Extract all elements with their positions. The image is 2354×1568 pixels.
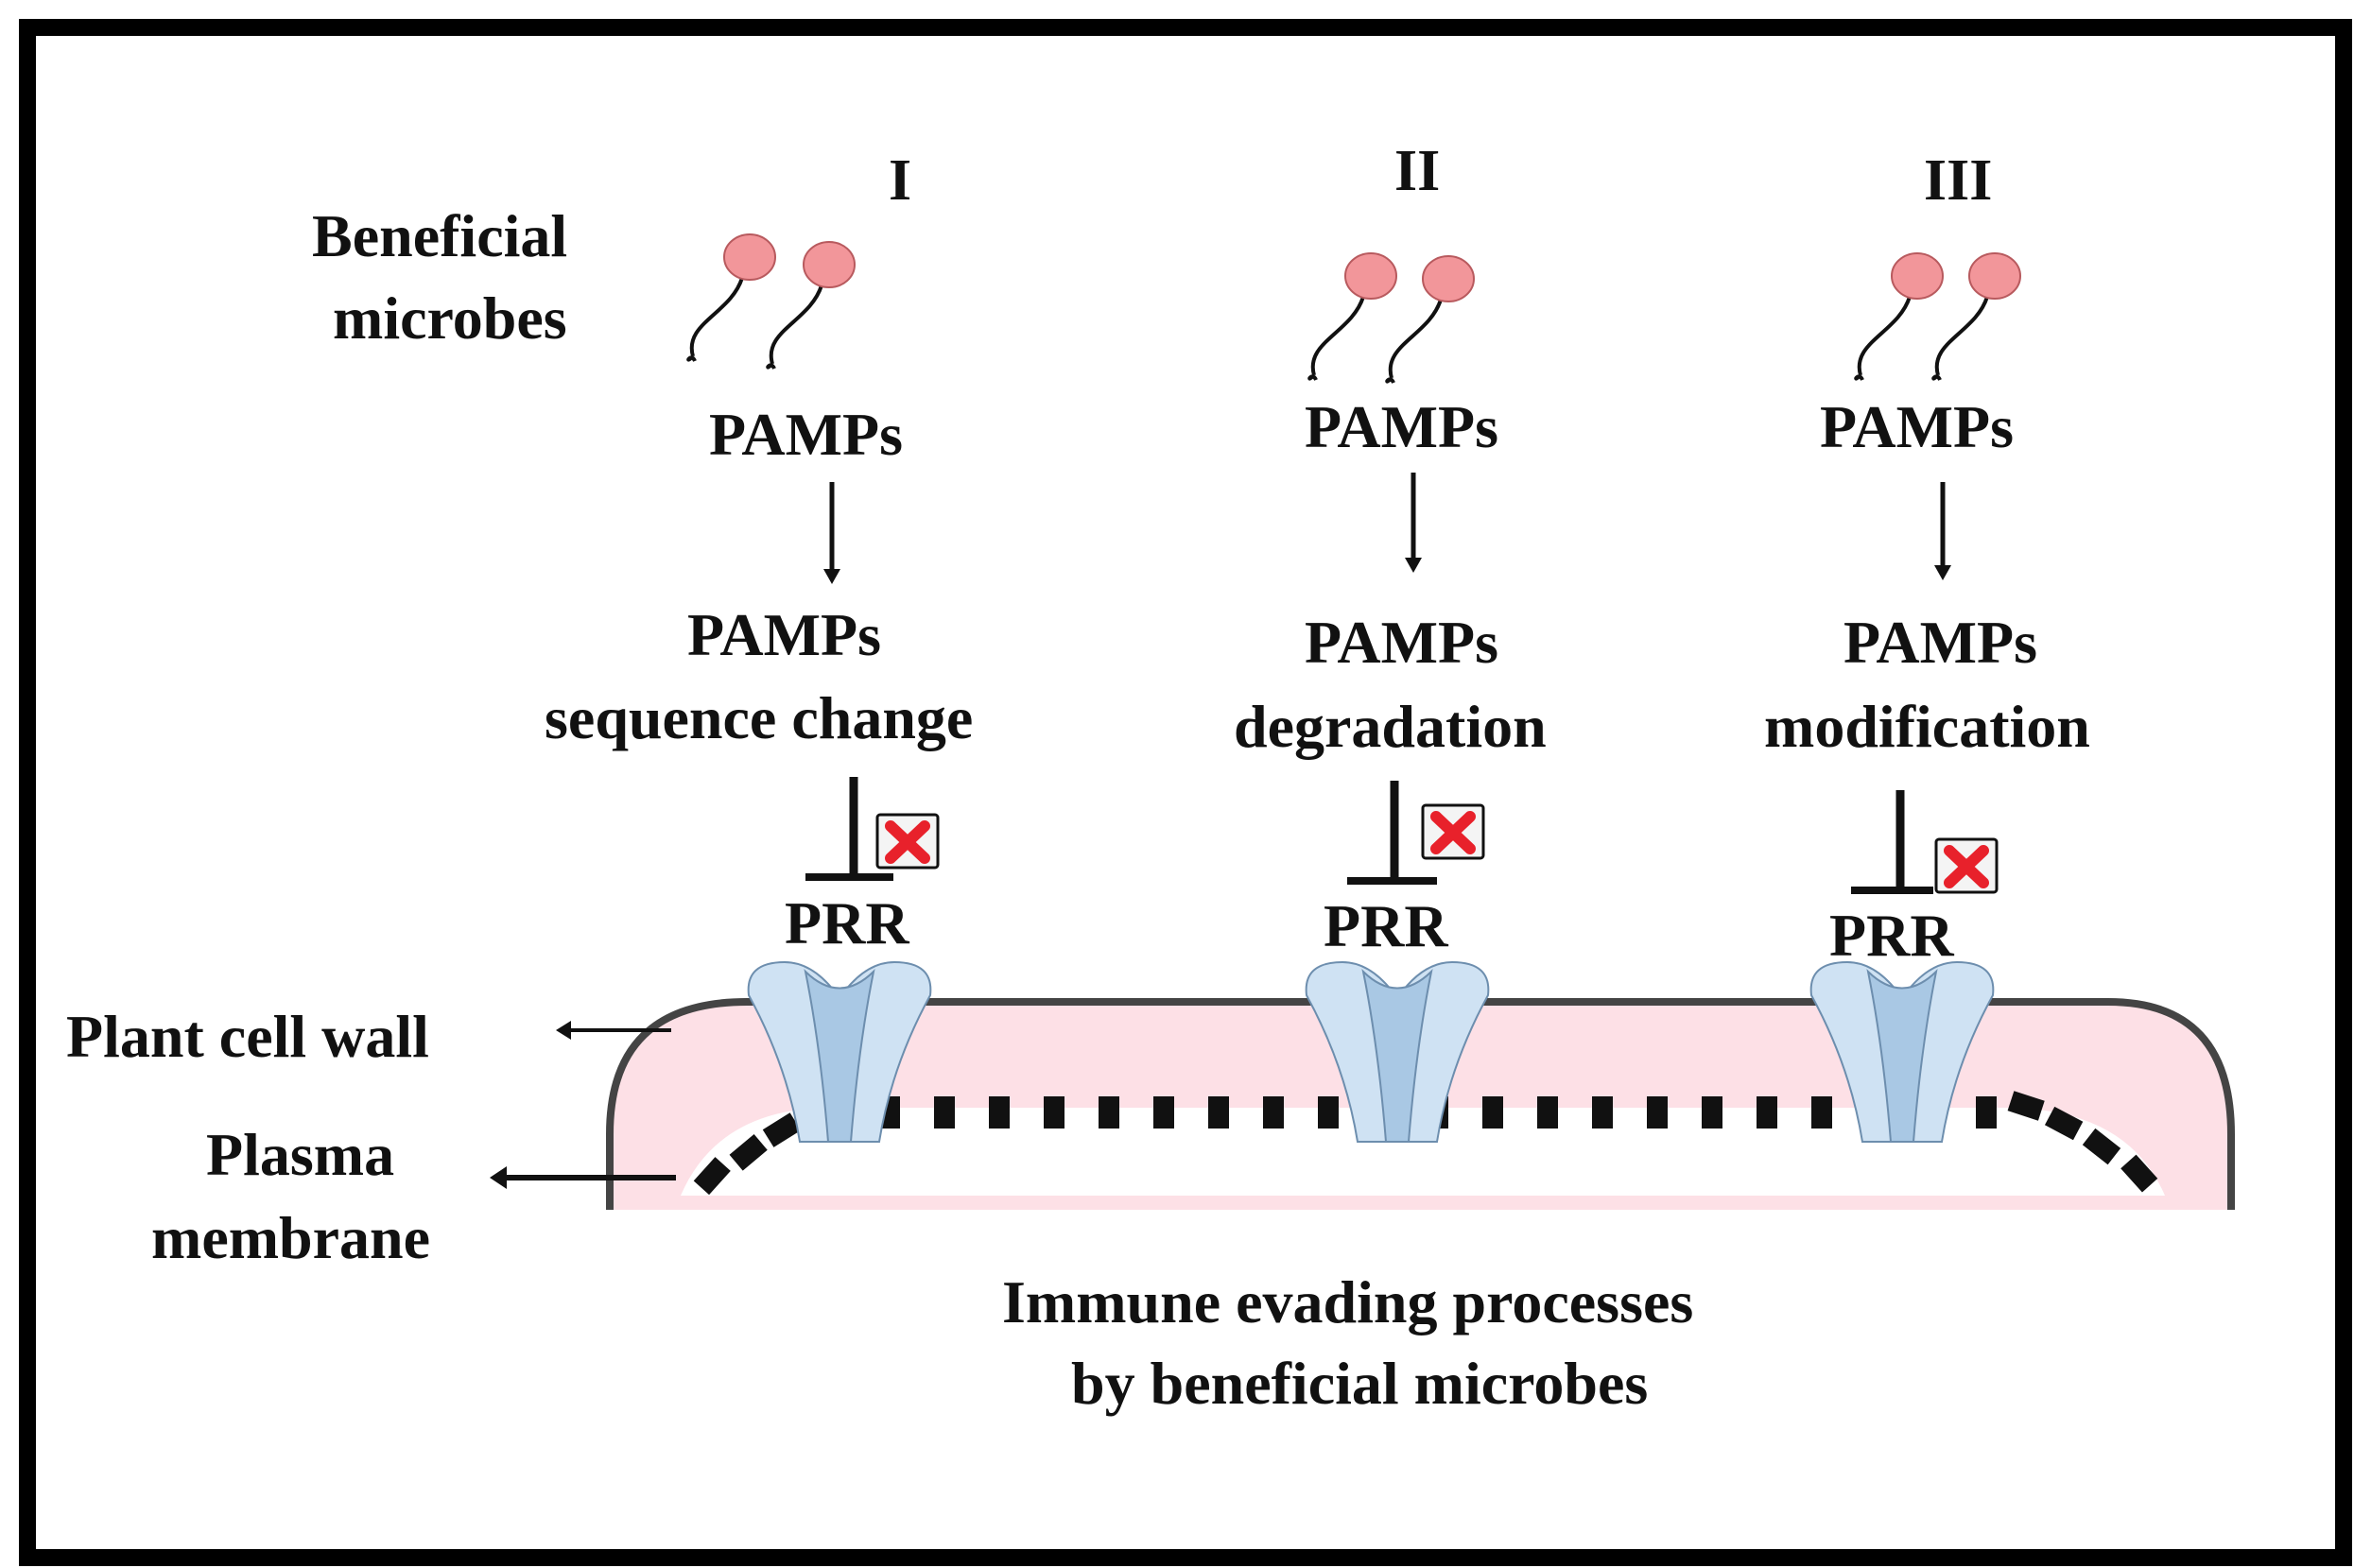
blocked-x-icon	[1934, 837, 1999, 894]
inhibition-arrow-icon	[1851, 790, 1933, 894]
panel-1-process-2: sequence change	[545, 684, 974, 751]
caption-line-2: by beneficial microbes	[1071, 1350, 1649, 1417]
membrane-dash	[2044, 1106, 2084, 1141]
membrane-dash	[1702, 1096, 1722, 1129]
panel-3-graphics	[1809, 252, 2021, 1143]
arrow-down-icon	[823, 482, 840, 584]
panel-2-numeral: II	[1394, 139, 1441, 203]
membrane-dash	[1537, 1096, 1558, 1129]
panel-2-pamps: PAMPs	[1305, 393, 1498, 460]
panel-1-process-1: PAMPs	[687, 601, 881, 668]
plasma-membrane-pointer	[490, 1166, 676, 1189]
blocked-x-icon	[1421, 803, 1485, 860]
blocked-x-icon	[875, 813, 940, 870]
membrane-dash	[989, 1096, 1010, 1129]
arrow-down-icon	[1934, 482, 1951, 580]
microbe-icon	[686, 233, 776, 363]
membrane-dash	[1044, 1096, 1064, 1129]
panel-1-graphics	[686, 233, 940, 1143]
panel-3-process-1: PAMPs	[1843, 609, 2037, 676]
membrane-dash	[2120, 1154, 2158, 1193]
prr-receptor-icon	[1305, 960, 1490, 1143]
membrane-dash	[1811, 1096, 1832, 1129]
panel-2-process-2: degradation	[1234, 693, 1547, 760]
plant-cell-wall-label: Plant cell wall	[66, 1003, 429, 1070]
inhibition-arrow-icon	[805, 777, 893, 881]
membrane-dash	[1592, 1096, 1613, 1129]
membrane-dash	[934, 1096, 955, 1129]
membrane-dash	[1318, 1096, 1339, 1129]
panel-1-numeral: I	[889, 148, 912, 213]
figure-frame	[19, 19, 2352, 1566]
caption-line-1: Immune evading processes	[1002, 1268, 1694, 1335]
panel-2-prr: PRR	[1324, 892, 1448, 959]
microbe-icon	[766, 241, 856, 370]
beneficial-microbes-label-2: microbes	[333, 284, 567, 352]
membrane-dash	[1482, 1096, 1503, 1129]
panel-1-prr: PRR	[785, 889, 909, 956]
microbe-icon	[1307, 252, 1397, 382]
plasma-membrane-label-2: membrane	[151, 1204, 431, 1271]
arrow-down-icon	[1405, 473, 1422, 573]
membrane-dash	[1208, 1096, 1229, 1129]
panel-3-pamps: PAMPs	[1820, 393, 2014, 460]
membrane-dash	[1099, 1096, 1119, 1129]
panel-1-pamps: PAMPs	[709, 401, 903, 468]
inhibition-arrow-icon	[1347, 781, 1437, 885]
prr-receptor-icon	[1809, 960, 1995, 1143]
panel-3-numeral: III	[1924, 148, 1993, 213]
panel-2-graphics	[1305, 252, 1490, 1143]
plasma-membrane-label-1: Plasma	[206, 1121, 395, 1188]
membrane-dash	[1647, 1096, 1668, 1129]
membrane-dash	[2007, 1091, 2045, 1121]
plant-cell-wall-pointer	[556, 1021, 671, 1040]
membrane-dash	[762, 1112, 802, 1147]
beneficial-microbes-label-1: Beneficial	[312, 202, 568, 269]
membrane-dash	[1757, 1096, 1777, 1129]
membrane-dash	[1263, 1096, 1284, 1129]
membrane-dash	[1153, 1096, 1174, 1129]
microbe-icon	[1854, 252, 1944, 382]
panel-3-prr: PRR	[1829, 902, 1954, 969]
prr-receptor-icon	[747, 960, 932, 1143]
panel-2-process-1: PAMPs	[1305, 609, 1498, 676]
microbe-icon	[1931, 252, 2021, 382]
membrane-dash	[729, 1133, 768, 1171]
microbe-icon	[1385, 255, 1475, 385]
membrane-dash	[693, 1157, 731, 1196]
membrane-dash	[1976, 1096, 1997, 1129]
panel-3-process-2: modification	[1764, 693, 2090, 760]
membrane-dash	[2082, 1128, 2121, 1165]
